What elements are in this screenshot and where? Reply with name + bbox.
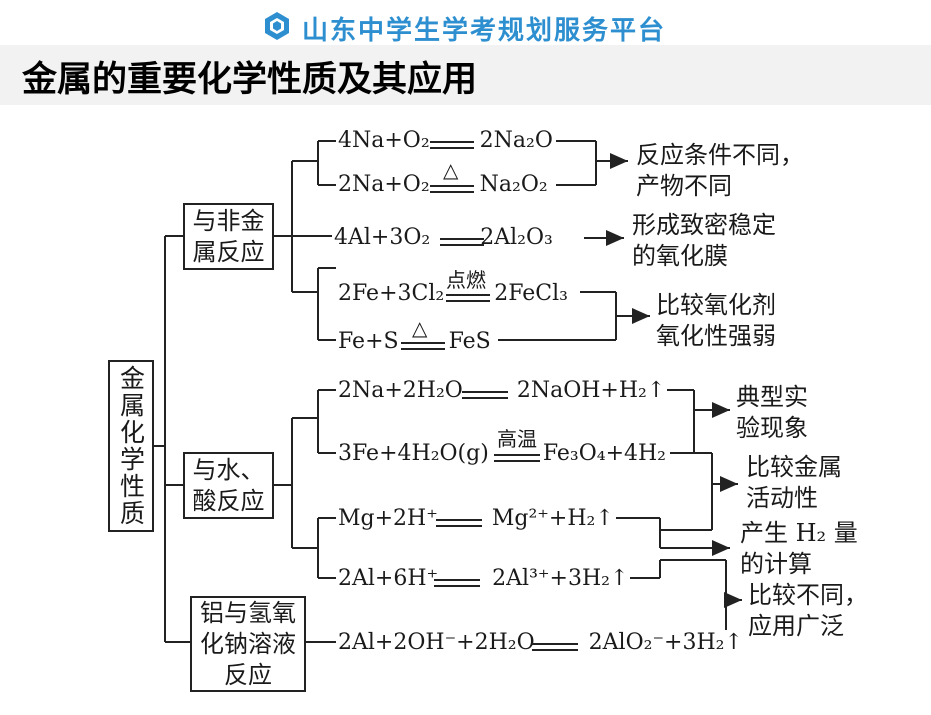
eq6-bar (462, 391, 508, 399)
eq7-condition: 高温 (497, 427, 537, 451)
water-acid-line-1: 与水、 (192, 455, 265, 484)
brand-header: 山东中学生学考规划服务平台 (0, 0, 931, 46)
eq8-bar (436, 519, 482, 527)
eq7-bar (494, 454, 540, 462)
note-4: 典型实 验现象 (734, 382, 810, 444)
brand-name: 山东中学生学考规划服务平台 (302, 16, 667, 46)
naoh-line-1: 铝与氢氧 (200, 598, 296, 627)
water-acid-box: 与水、 酸反应 (183, 452, 274, 519)
note-1: 反应条件不同， 产物不同 (634, 140, 806, 202)
page-title: 金属的重要化学性质及其应用 (22, 60, 478, 100)
equation-9: 2Al+6H⁺2Al³⁺+3H₂↑ (336, 566, 631, 592)
nonmetal-line-1: 与非金 (192, 206, 265, 235)
eq2-condition: △ (443, 158, 459, 182)
note-5: 比较金属 活动性 (744, 452, 844, 514)
eq4-condition: 点燃 (446, 268, 486, 292)
nonmetal-box: 与非金 属反应 (183, 203, 274, 270)
title-bar: 金属的重要化学性质及其应用 (0, 45, 931, 105)
nonmetal-line-2: 属反应 (192, 237, 265, 266)
root-box: 金属化学性质 (108, 360, 154, 532)
brand-logo-icon (265, 12, 289, 40)
note-7: 比较不同， 应用广泛 (746, 580, 870, 642)
note-3: 比较氧化剂 氧化性强弱 (654, 290, 778, 352)
naoh-line-3: 反应 (224, 660, 272, 689)
note-6: 产生 H₂ 量 的计算 (738, 518, 860, 580)
eq4-bar (446, 294, 490, 302)
naoh-box: 铝与氢氧 化钠溶液 反应 (190, 596, 306, 692)
eq5-condition: △ (412, 316, 428, 340)
eq3-bar (440, 238, 484, 246)
water-acid-line-2: 酸反应 (192, 486, 265, 515)
eq5-bar (401, 342, 445, 350)
root-label: 金属化学性质 (116, 365, 146, 527)
naoh-line-2: 化钠溶液 (200, 629, 296, 658)
eq2-bar (430, 185, 474, 193)
eq10-bar (532, 643, 578, 651)
eq1-bar (430, 141, 474, 149)
eq9-bar (434, 579, 480, 587)
note-2: 形成致密稳定 的氧化膜 (630, 210, 778, 272)
